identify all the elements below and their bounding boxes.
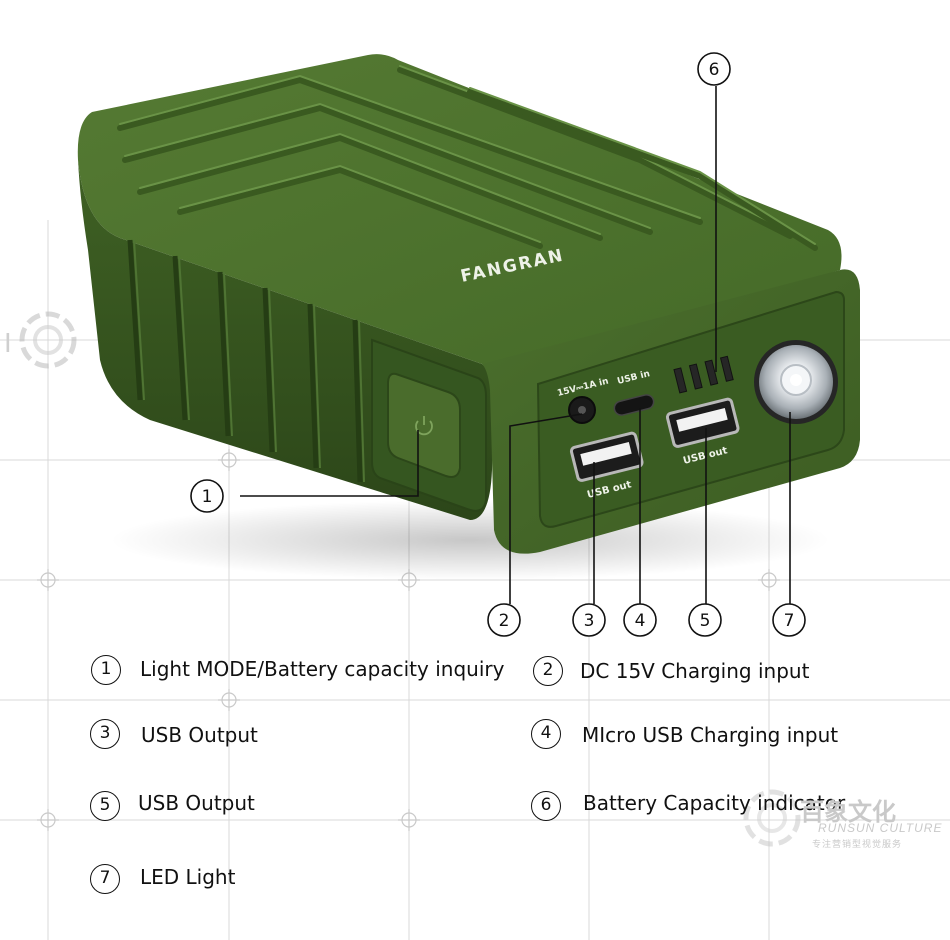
callout-7: 7 [772, 603, 806, 637]
led-light [754, 340, 838, 424]
watermark-chinese: 百象文化 [800, 799, 896, 826]
legend-num-4: 4 [531, 719, 561, 749]
legend-num-1: 1 [91, 655, 121, 685]
callout-5: 5 [688, 603, 722, 637]
legend-num-3: 3 [90, 719, 120, 749]
watermark-logo-right [743, 789, 801, 847]
legend-label-3: USB Output [141, 723, 258, 747]
side-rib-highlights [133, 239, 365, 483]
power-button[interactable] [387, 372, 461, 478]
svg-text:7: 7 [784, 611, 795, 631]
side-ribs [127, 239, 363, 483]
dc-input[interactable] [568, 396, 596, 424]
micro-usb-input[interactable] [613, 393, 655, 416]
callout-6: 6 [697, 52, 731, 86]
callout-4: 4 [623, 603, 657, 637]
legend-label-2: DC 15V Charging input [580, 659, 810, 683]
usb-out-left[interactable] [569, 431, 644, 482]
watermark-tagline: 专注营销型视觉服务 [812, 839, 903, 849]
top-ridges [117, 65, 818, 251]
legend-label-5: USB Output [138, 791, 255, 815]
svg-text:3: 3 [584, 611, 595, 631]
legend-num-2: 2 [533, 656, 563, 686]
callout-2: 2 [487, 603, 521, 637]
usb-out-right[interactable] [665, 397, 740, 448]
watermark-english: RUNSUN CULTURE [818, 821, 943, 835]
battery-indicator [673, 355, 734, 394]
svg-text:4: 4 [635, 611, 646, 631]
callout-leaders [240, 86, 791, 604]
watermark-left-glyph: Ⅰ [4, 329, 12, 359]
power-bank: FANGRAN 15V⎓1A in USB in USB out USB out [77, 54, 860, 554]
svg-text:5: 5 [700, 611, 711, 631]
watermark-logo-left [19, 311, 77, 369]
callout-1: 1 [190, 479, 224, 513]
legend-num-7: 7 [90, 864, 120, 894]
svg-text:6: 6 [709, 60, 720, 80]
legend-num-6: 6 [531, 791, 561, 821]
legend-label-7: LED Light [140, 865, 236, 889]
legend-label-6: Battery Capacity indicator [583, 791, 846, 815]
legend-num-5: 5 [90, 791, 120, 821]
legend-label-4: MIcro USB Charging input [582, 723, 839, 747]
legend-label-1: Light MODE/Battery capacity inquiry [140, 657, 505, 681]
callout-3: 3 [572, 603, 606, 637]
power-icon [415, 416, 433, 436]
svg-text:2: 2 [499, 611, 510, 631]
svg-text:1: 1 [202, 487, 213, 507]
